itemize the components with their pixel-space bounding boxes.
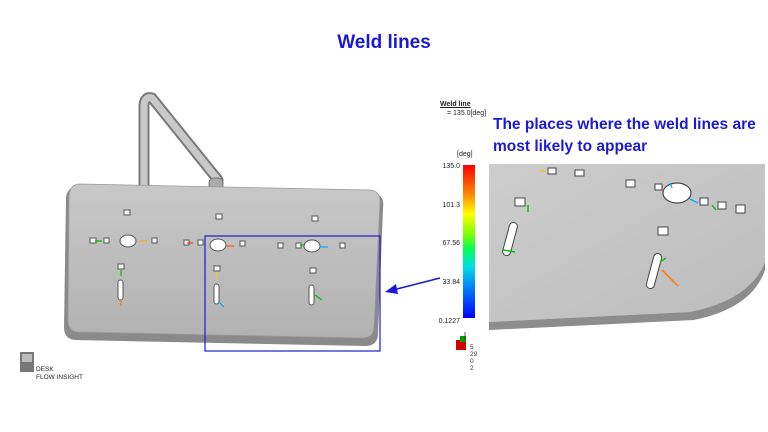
molded-plate [64, 183, 384, 346]
callout-text: The places where the weld lines are most… [493, 116, 756, 155]
runner-system [138, 92, 224, 195]
legend-title: Weld line [440, 101, 471, 108]
axis-labels: 5 29 0 2 [470, 344, 477, 372]
brand-line-2: FLOW INSIGHT [36, 374, 83, 381]
legend-tick: 101.3 [442, 202, 460, 209]
zoom-view [489, 164, 765, 342]
brand-line-1: DESK [36, 366, 54, 373]
brand-text: DESK FLOW INSIGHT [36, 366, 83, 382]
legend-max-value: = 135.0[deg] [447, 110, 487, 117]
legend-tick: 135.0 [442, 163, 460, 170]
legend-tick: 67.56 [442, 240, 460, 247]
arrow-icon [385, 277, 441, 294]
axis-triad-icon [456, 332, 466, 350]
axis-label: 2 [470, 365, 474, 372]
legend-tick: 0.1227 [438, 318, 460, 325]
axis-label: 0 [470, 358, 474, 365]
legend-unit: [deg] [457, 151, 473, 158]
slide-title: Weld lines [337, 32, 431, 53]
highlight-box [204, 235, 381, 352]
axis-label: 5 [470, 344, 474, 351]
color-scale-bar [463, 165, 475, 318]
axis-label: 29 [470, 351, 478, 358]
legend-tick: 33.84 [442, 279, 460, 286]
